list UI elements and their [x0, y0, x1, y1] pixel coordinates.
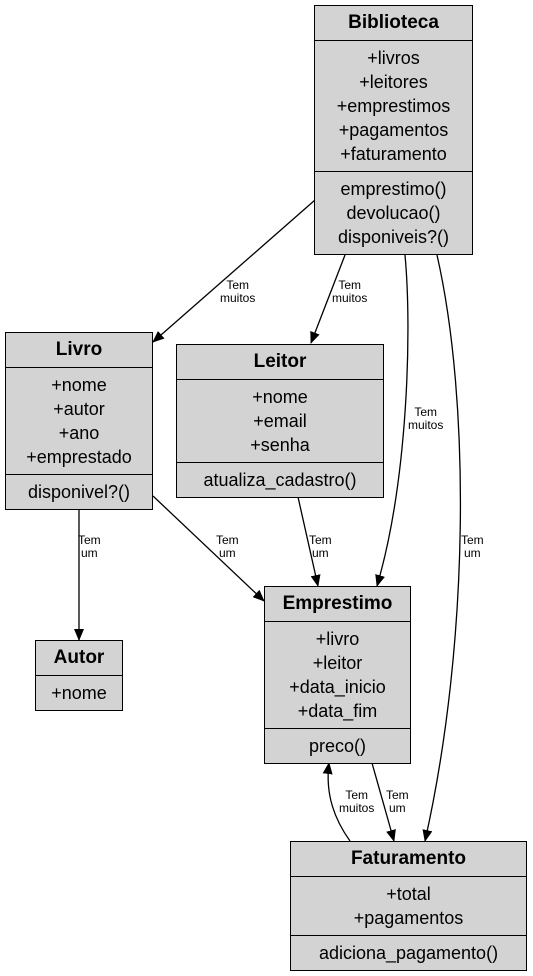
edge-label-line: Tem — [414, 405, 437, 419]
class-attribute: +emprestimos — [336, 96, 451, 116]
class-attribute: +ano — [58, 423, 100, 443]
class-attribute: +autor — [53, 399, 105, 419]
class-attributes-section: +total +pagamentos — [291, 877, 526, 935]
class-methods-section: atualiza_cadastro() — [177, 462, 383, 497]
edge-label-line: um — [389, 801, 406, 815]
class-name: Emprestimo — [265, 587, 410, 622]
edge-label-line: Tem — [345, 788, 368, 802]
edge-label-line: um — [81, 546, 98, 560]
edge-emprestimo-faturamento — [371, 762, 396, 842]
class-attribute: +email — [253, 411, 307, 431]
edge-label-line: Tem — [216, 533, 239, 547]
class-box-faturamento: Faturamento +total +pagamentos adiciona_pag… — [290, 841, 527, 971]
class-attribute: +livros — [367, 48, 420, 68]
class-attributes-section: +nome — [36, 676, 122, 710]
class-name: Faturamento — [291, 842, 526, 877]
class-attribute: +emprestado — [26, 447, 132, 467]
edge-label-line: um — [464, 546, 481, 560]
class-method: atualiza_cadastro() — [203, 470, 357, 490]
class-box-emprestimo: Emprestimo +livro +leitor +data_inicio +data… — [264, 586, 411, 764]
class-box-leitor: Leitor +nome +email +senha atualiza_cadastro… — [176, 344, 384, 498]
edge-label-line: muitos — [332, 291, 368, 305]
class-method: disponivel?() — [27, 482, 131, 502]
class-methods-section: disponivel?() — [6, 474, 152, 509]
class-attributes-section: +nome +autor +ano +emprestado — [6, 368, 152, 474]
edge-label-line: Tem — [461, 533, 484, 547]
edge-biblioteca-leitor — [310, 254, 346, 344]
class-attribute: +pagamentos — [338, 120, 449, 140]
edge-biblioteca-faturamento — [422, 254, 462, 842]
class-name: Livro — [6, 333, 152, 368]
class-method: disponiveis?() — [337, 227, 450, 247]
class-box-autor: Autor +nome — [35, 640, 123, 711]
class-methods-section: emprestimo() devolucao() disponiveis?() — [315, 171, 472, 254]
class-methods-section: preco() — [265, 728, 410, 763]
class-attribute: +pagamentos — [353, 908, 464, 928]
class-name: Leitor — [177, 345, 383, 380]
class-attribute: +nome — [51, 683, 107, 703]
edge-leitor-emprestimo — [297, 496, 321, 587]
class-attribute: +leitor — [312, 653, 363, 673]
edge-label-line: Tem — [78, 533, 101, 547]
class-attribute: +data_fim — [297, 701, 378, 721]
class-attribute: +faturamento — [340, 144, 447, 164]
class-methods-section: adiciona_pagamento() — [291, 935, 526, 970]
class-attribute: +nome — [51, 375, 107, 395]
class-name: Biblioteca — [315, 6, 472, 41]
edge-label-line: um — [312, 546, 329, 560]
edge-label-line: um — [219, 546, 236, 560]
class-method: emprestimo() — [340, 179, 447, 199]
class-box-livro: Livro +nome +autor +ano +emprestado disponive… — [5, 332, 153, 510]
edge-faturamento-emprestimo — [322, 762, 351, 842]
class-attribute: +senha — [250, 435, 310, 455]
class-name: Autor — [36, 641, 122, 676]
class-attribute: +nome — [252, 387, 308, 407]
edge-biblioteca-livro — [152, 199, 316, 343]
edge-label-line: muitos — [339, 801, 375, 815]
class-attribute: +total — [386, 884, 431, 904]
edge-label-line: Tem — [386, 788, 409, 802]
class-method: adiciona_pagamento() — [318, 943, 499, 963]
edge-biblioteca-emprestimo — [375, 254, 409, 587]
class-method: preco() — [308, 736, 366, 756]
class-box-biblioteca: Biblioteca +livros +leitores +emprestimos +p… — [314, 5, 473, 255]
class-attribute: +data_inicio — [289, 677, 386, 697]
class-attributes-section: +nome +email +senha — [177, 380, 383, 462]
class-method: devolucao() — [346, 203, 441, 223]
edge-label-line: Tem — [309, 533, 332, 547]
class-attributes-section: +livro +leitor +data_inicio +data_fim — [265, 622, 410, 728]
edge-label-line: Tem — [338, 278, 361, 292]
edge-livro-emprestimo — [152, 495, 265, 602]
class-attribute: +leitores — [359, 72, 428, 92]
edge-label-line: Tem — [226, 278, 249, 292]
edge-label-line: muitos — [220, 291, 256, 305]
edge-label-line: muitos — [408, 418, 444, 432]
class-attributes-section: +livros +leitores +emprestimos +pagamentos +… — [315, 41, 472, 171]
class-attribute: +livro — [315, 629, 360, 649]
